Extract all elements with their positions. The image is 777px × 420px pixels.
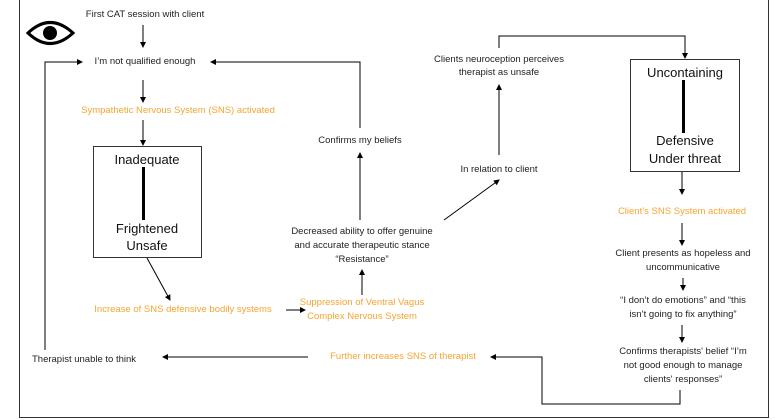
box-right-top: Uncontaining	[647, 65, 723, 80]
box-left-bottom-2: Unsafe	[126, 238, 168, 253]
arrow-box-to-increase	[146, 257, 171, 301]
node-emotions-1: “I don’t do emotions” and “this	[620, 295, 746, 306]
node-client-sns: Client’s SNS System activated	[617, 206, 747, 217]
node-increase-sns: Increase of SNS defensive bodily systems	[94, 304, 272, 315]
node-confirms-beliefs: Confirms my beliefs	[318, 135, 402, 146]
node-suppression-1: Suppression of Ventral Vagus	[299, 297, 425, 308]
box-left-bottom-1: Frightened	[115, 221, 179, 236]
node-confirms-therapist-3: clients' responses”	[643, 374, 723, 385]
arrow-confirms-to-qualified	[210, 59, 361, 128]
box-right-bottom-2: Under threat	[648, 151, 722, 166]
arrow-decreased-to-relation	[443, 179, 500, 221]
node-unable-think: Therapist unable to think	[31, 354, 137, 365]
eye-icon	[25, 21, 76, 45]
node-suppression-2: Complex Nervous System	[307, 311, 417, 322]
arrow-confirms-to-further	[490, 354, 681, 405]
node-hopeless-1: Client presents as hopeless and	[615, 248, 751, 259]
node-decreased-2: and accurate therapeutic stance	[294, 240, 430, 251]
node-decreased-1: Decreased ability to offer genuine	[291, 226, 433, 237]
box-right-divider	[682, 80, 685, 133]
box-left-divider	[142, 167, 145, 220]
node-sns-activated: Sympathetic Nervous System (SNS) activat…	[81, 105, 275, 116]
node-neuroception-1: Clients neuroception perceives	[434, 54, 564, 65]
node-in-relation: In relation to client	[460, 164, 538, 175]
node-confirms-therapist-1: Confirms therapists' belief “I’m	[619, 346, 747, 357]
node-neuroception-2: therapist as unsafe	[458, 67, 540, 78]
node-confirms-therapist-2: not good enough to manage	[623, 360, 743, 371]
node-start: First CAT session with client	[85, 9, 205, 20]
node-hopeless-2: uncommunicative	[646, 262, 720, 273]
box-inadequate	[93, 146, 202, 258]
box-left-top: Inadequate	[114, 152, 180, 167]
diagram-frame	[19, 0, 769, 418]
box-right-bottom-1: Defensive	[656, 133, 714, 148]
node-not-qualified: I’m not qualified enough	[94, 56, 196, 67]
arrow-neuroception-to-box	[498, 35, 688, 59]
box-uncontaining	[630, 59, 740, 172]
node-further-sns: Further increases SNS of therapist	[330, 351, 476, 362]
node-decreased-3: “Resistance”	[335, 254, 389, 265]
node-emotions-2: isn’t going to fix anything”	[629, 309, 737, 320]
arrow-unable-to-qualified	[44, 59, 83, 350]
